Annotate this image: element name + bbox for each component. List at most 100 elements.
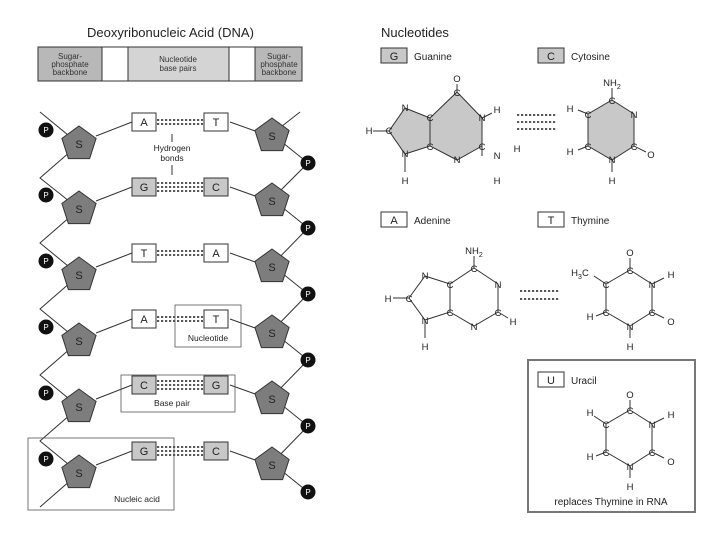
header-left-line2: phosphate — [51, 60, 89, 69]
right-sugar — [254, 248, 290, 283]
right-phosphate — [300, 286, 316, 302]
thymine-atom-c1: C — [627, 266, 634, 277]
right-base-box — [203, 309, 229, 329]
right-phosphate-label: P — [305, 290, 310, 299]
cytosine-h-bond-left — [577, 145, 589, 151]
right-base-box — [203, 375, 229, 395]
base-pair-label: Base pair — [154, 398, 190, 408]
right-sugar — [254, 314, 290, 349]
left-sugar-label: S — [75, 204, 82, 216]
right-phosphate — [300, 220, 316, 236]
dna-title: Deoxyribonucleic Acid (DNA) — [87, 25, 254, 40]
left-phosphate-label: P — [43, 257, 48, 266]
guanine-atom-h4: H — [514, 144, 521, 155]
adenine-atom-nh2: NH2 — [465, 246, 483, 259]
cytosine-atom-c1: C — [609, 96, 616, 107]
cytosine-atom-h1: H — [609, 176, 616, 187]
thymine-atom-c2: C — [649, 308, 656, 319]
header-gap-right — [228, 46, 256, 82]
guanine-atom-n2: N — [454, 155, 461, 166]
legend-thymine-letter: T — [548, 215, 555, 227]
guanine-atom-o: O — [453, 74, 460, 85]
nucleotides-title: Nucleotides — [381, 25, 449, 40]
left-base-box — [131, 177, 157, 197]
thymine-h-bond-left — [595, 311, 607, 317]
right-phosphate-label: P — [305, 224, 310, 233]
left-base-box — [131, 375, 157, 395]
adenine-atom-n4: N — [422, 316, 429, 327]
guanine-atom-c3: C — [427, 142, 434, 153]
guanine-nh-bond — [481, 112, 493, 119]
uracil-atom-h4: H — [587, 408, 594, 419]
uracil-atom-n2: N — [627, 462, 634, 473]
left-base-box — [131, 112, 157, 132]
legend-cytosine-name: Cytosine — [571, 52, 610, 63]
cytosine-ring — [587, 99, 635, 161]
right-base-letter: T — [213, 314, 220, 326]
nucleotide-box — [174, 304, 242, 348]
right-sugar — [254, 182, 290, 217]
legend-guanine-letter: G — [390, 51, 399, 63]
left-base-box — [131, 243, 157, 263]
left-sugar-label: S — [75, 402, 82, 414]
guanine-atom-h3: H — [402, 176, 409, 187]
guanine-six-ring — [429, 91, 483, 161]
right-base-box — [203, 112, 229, 132]
right-sugar-label: S — [268, 262, 275, 274]
cytosine-atom-h2: H — [567, 147, 574, 158]
uracil-atom-o2: O — [667, 457, 674, 468]
guanine-five-ring — [388, 107, 431, 155]
right-base-letter: T — [213, 117, 220, 129]
right-base-connector — [229, 252, 259, 264]
nucleic-acid-box — [27, 437, 175, 511]
guanine-atom-n4: N — [402, 149, 409, 160]
uracil-panel: U Uracil O C N H C O N H C H C H replace… — [527, 359, 696, 513]
right-base-letter: G — [212, 380, 221, 392]
right-base-connector — [229, 121, 259, 133]
left-backbone-line — [39, 111, 80, 508]
right-base-box — [203, 243, 229, 263]
adenine-atom-h3: H — [422, 342, 429, 353]
adenine-atom-h1: H — [510, 317, 517, 328]
right-sugar-label: S — [268, 196, 275, 208]
left-sugar — [61, 125, 97, 160]
left-base-letter: G — [140, 446, 149, 458]
left-base-letter: G — [140, 182, 149, 194]
adenine-atom-c1: C — [471, 264, 478, 275]
cytosine-molecule: NH2 C N C O N H C H C H — [567, 78, 655, 187]
header-right-line1: Sugar- — [267, 52, 291, 61]
guanine-atom-c1: C — [454, 88, 461, 99]
right-base-letter: C — [212, 446, 220, 458]
adenine-six-ring — [449, 267, 499, 327]
base-pair-box — [120, 374, 236, 413]
right-sugar-label: S — [268, 460, 275, 472]
uracil-atom-o1: O — [626, 390, 633, 401]
left-base-connector — [95, 384, 133, 400]
thymine-nh-bond — [651, 277, 665, 285]
legend-uracil-name: Uracil — [571, 376, 597, 387]
legend-thymine: T Thymine — [537, 211, 610, 228]
cytosine-atom-c4: C — [585, 110, 592, 121]
left-sugar — [61, 388, 97, 423]
adenine-five-ring — [408, 275, 451, 321]
guanine-atom-n3: N — [402, 103, 409, 114]
adenine-atom-c4: C — [447, 280, 454, 291]
right-base-box — [203, 441, 229, 461]
cytosine-h-bond-top — [577, 109, 589, 115]
cytosine-atom-o: O — [647, 150, 654, 161]
right-sugar-label: S — [268, 394, 275, 406]
left-phosphate — [38, 187, 54, 203]
right-sugar — [254, 117, 290, 152]
header-right-line2: phosphate — [260, 60, 298, 69]
uracil-atom-h2: H — [627, 482, 634, 493]
cytosine-atom-nh2: NH2 — [603, 78, 621, 91]
thymine-atom-c4: C — [603, 280, 610, 291]
legend-adenine-name: Adenine — [414, 216, 451, 227]
left-sugar — [61, 454, 97, 489]
left-sugar — [61, 190, 97, 225]
left-phosphate — [38, 253, 54, 269]
left-base-connector — [95, 186, 133, 202]
left-phosphate-label: P — [43, 455, 48, 464]
thymine-co-right-bond — [651, 311, 665, 319]
